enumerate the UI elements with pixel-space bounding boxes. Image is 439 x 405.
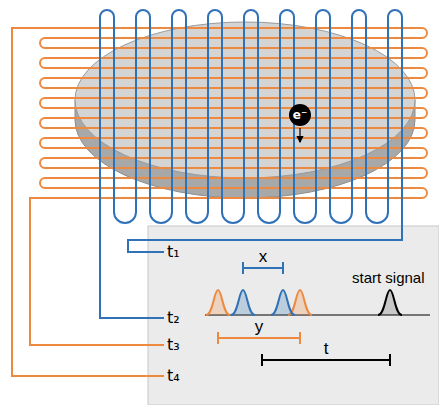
time-label: t: [324, 340, 329, 359]
electron-symbol: e⁻: [293, 108, 307, 122]
orange-delay-line: [12, 28, 427, 376]
pulse: [231, 290, 255, 315]
distance-label: x: [259, 248, 268, 267]
signal-panel: [148, 226, 439, 405]
signal-label: start signal: [352, 270, 425, 287]
channel-label: t₄: [167, 367, 180, 385]
channel-label: t₁: [167, 243, 180, 261]
channel-label: t₂: [167, 309, 180, 327]
pulse: [206, 290, 230, 315]
electron: e⁻: [289, 104, 311, 126]
channel-label: t₃: [167, 336, 180, 354]
distance-label: y: [255, 318, 264, 337]
electron-arrow: [299, 128, 300, 142]
pulse: [271, 290, 295, 315]
pulse: [378, 290, 402, 315]
